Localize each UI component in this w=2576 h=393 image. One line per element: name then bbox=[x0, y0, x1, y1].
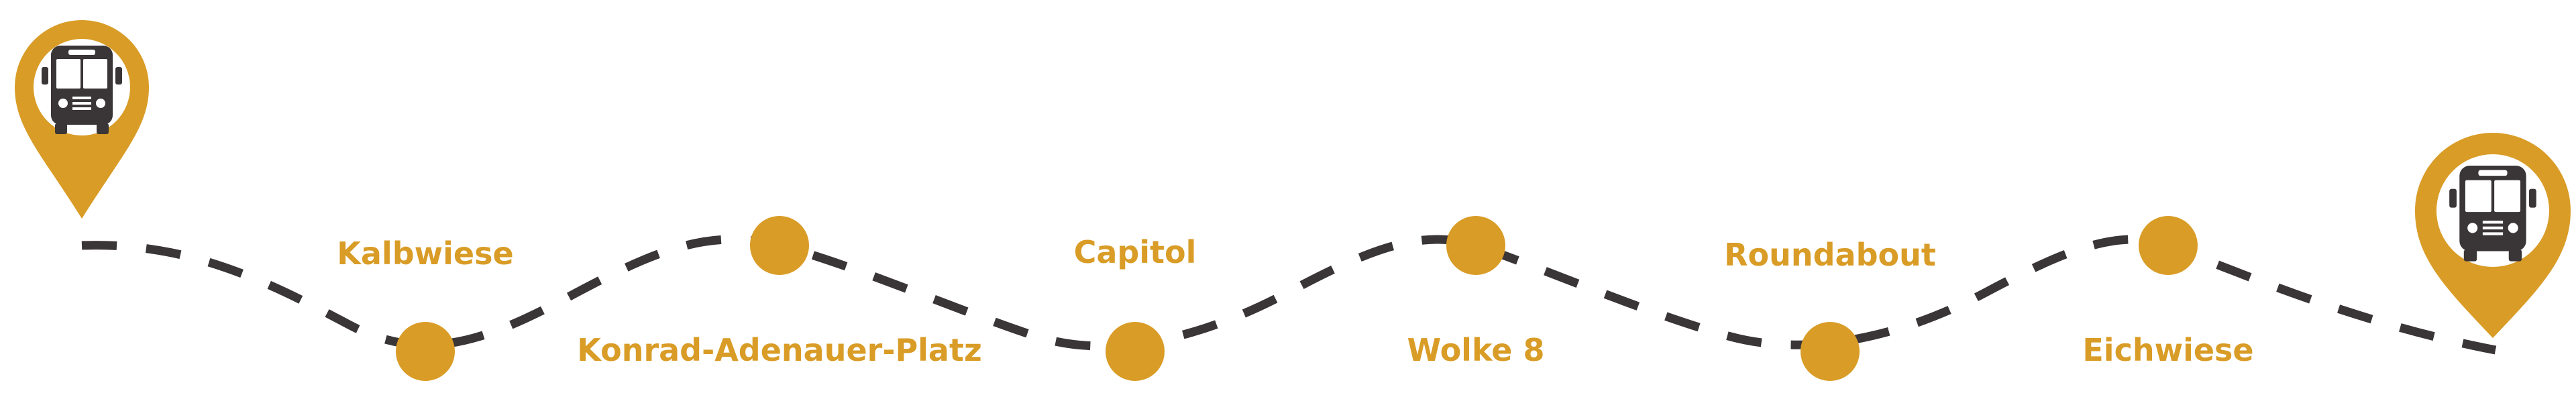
bus-icon bbox=[2449, 166, 2536, 262]
stop-dot bbox=[1446, 216, 1505, 275]
stop-label-eichwiese: Eichwiese bbox=[2082, 332, 2253, 368]
stop-label-kalbwiese: Kalbwiese bbox=[337, 235, 513, 272]
bus-icon bbox=[42, 46, 122, 134]
stop-dot bbox=[396, 322, 455, 381]
stop-dot bbox=[750, 216, 809, 275]
start-marker bbox=[15, 20, 149, 219]
stop-dot bbox=[1106, 322, 1165, 381]
stop-label-konrad-adenauer-platz: Konrad-Adenauer-Platz bbox=[577, 332, 981, 368]
stop-label-capitol: Capitol bbox=[1074, 234, 1197, 270]
end-marker bbox=[2415, 133, 2571, 338]
stop-dot bbox=[2139, 216, 2198, 275]
stop-label-wolke-8: Wolke 8 bbox=[1407, 332, 1544, 368]
stop-label-roundabout: Roundabout bbox=[1724, 237, 1936, 273]
stop-dot bbox=[1801, 322, 1860, 381]
